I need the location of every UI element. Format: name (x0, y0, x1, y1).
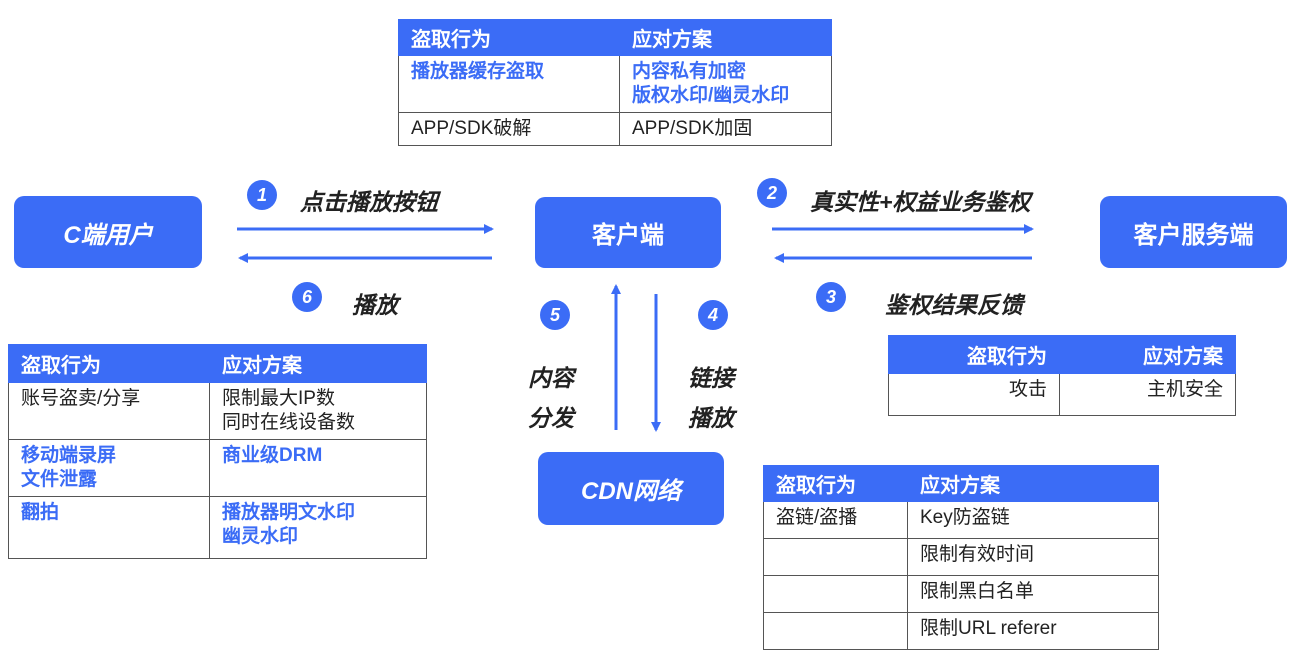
cdn-table-behavior (763, 612, 908, 650)
step-1-badge: 1 (247, 180, 277, 210)
cell-text: 版权水印/幽灵水印 (632, 85, 790, 106)
table-row: 攻击 主机安全 (888, 373, 1236, 416)
cell-text: 播放器明文水印 (222, 502, 356, 523)
step-5-badge: 5 (540, 300, 570, 330)
table-row: 限制URL referer (763, 612, 1159, 650)
cell-text: 文件泄露 (21, 469, 98, 490)
step-3-label: 鉴权结果反馈 (885, 292, 1023, 318)
top-table-solution: 内容私有加密 版权水印/幽灵水印 (619, 55, 832, 113)
cell-text: 商业级DRM (222, 445, 323, 466)
cell-text: 攻击 (1008, 379, 1047, 400)
cdn-table-behavior (763, 575, 908, 613)
cdn-table-solution: 限制有效时间 (907, 538, 1159, 576)
node-c-user: C端用户 (14, 196, 202, 268)
left-table-solution: 商业级DRM (209, 439, 427, 497)
table-row: 移动端录屏 文件泄露 商业级DRM (8, 439, 427, 497)
step-2-badge: 2 (757, 178, 787, 208)
cell-text: 幽灵水印 (222, 526, 299, 547)
top-table: 盗取行为 应对方案 播放器缓存盗取 内容私有加密 版权水印/幽灵水印 APP/S… (398, 19, 832, 146)
table-row: 播放器缓存盗取 内容私有加密 版权水印/幽灵水印 (398, 55, 832, 113)
left-table-header-solution: 应对方案 (209, 344, 427, 383)
step-4-line-1: 链接 (688, 365, 734, 391)
cell-text: 账号盗卖/分享 (21, 388, 141, 409)
step-4-label: 链接 播放 (688, 358, 748, 438)
cdn-table: 盗取行为 应对方案 盗链/盗播 Key防盗链 限制有效时间 限制黑白名单 限制U… (763, 465, 1159, 650)
top-table-behavior: APP/SDK破解 (398, 112, 620, 146)
cell-text: APP/SDK破解 (411, 118, 532, 139)
table-row: APP/SDK破解 APP/SDK加固 (398, 112, 832, 146)
node-cdn: CDN网络 (538, 452, 724, 525)
table-row: 限制有效时间 (763, 538, 1159, 576)
cdn-table-header-solution: 应对方案 (907, 465, 1159, 502)
right-table-header-behavior: 盗取行为 (888, 335, 1060, 374)
cell-text: 播放器缓存盗取 (411, 61, 545, 82)
cdn-table-behavior: 盗链/盗播 (763, 501, 908, 539)
step-3-badge: 3 (816, 282, 846, 312)
cell-text: APP/SDK加固 (632, 118, 753, 139)
cdn-table-solution: 限制黑白名单 (907, 575, 1159, 613)
left-table-behavior: 翻拍 (8, 496, 210, 559)
step-4-line-2: 播放 (688, 405, 734, 431)
top-table-header-behavior: 盗取行为 (398, 19, 620, 56)
right-table-solution: 主机安全 (1059, 373, 1236, 416)
cell-text: 同时在线设备数 (222, 412, 356, 433)
left-table-header-behavior: 盗取行为 (8, 344, 210, 383)
top-table-header-solution: 应对方案 (619, 19, 832, 56)
step-5-line-1: 内容 (528, 365, 574, 391)
top-table-behavior: 播放器缓存盗取 (398, 55, 620, 113)
top-table-solution: APP/SDK加固 (619, 112, 832, 146)
cdn-table-solution: Key防盗链 (907, 501, 1159, 539)
cdn-table-behavior (763, 538, 908, 576)
left-table: 盗取行为 应对方案 账号盗卖/分享 限制最大IP数 同时在线设备数 移动端录屏 … (8, 344, 427, 559)
left-table-behavior: 账号盗卖/分享 (8, 382, 210, 440)
table-row: 翻拍 播放器明文水印 幽灵水印 (8, 496, 427, 559)
left-table-solution: 限制最大IP数 同时在线设备数 (209, 382, 427, 440)
step-6-label: 播放 (352, 292, 398, 318)
step-1-label: 点击播放按钮 (300, 189, 438, 215)
right-table-behavior: 攻击 (888, 373, 1060, 416)
table-row: 限制黑白名单 (763, 575, 1159, 613)
step-5-label: 内容 分发 (528, 358, 588, 438)
cell-text: 移动端录屏 (21, 445, 117, 466)
step-4-badge: 4 (698, 300, 728, 330)
step-5-line-2: 分发 (528, 405, 574, 431)
cdn-table-solution: 限制URL referer (907, 612, 1159, 650)
step-2-label: 真实性+权益业务鉴权 (810, 189, 1031, 215)
node-client-server: 客户服务端 (1100, 196, 1287, 268)
table-row: 盗链/盗播 Key防盗链 (763, 501, 1159, 539)
table-row: 账号盗卖/分享 限制最大IP数 同时在线设备数 (8, 382, 427, 440)
cell-text: 翻拍 (21, 502, 60, 523)
left-table-behavior: 移动端录屏 文件泄露 (8, 439, 210, 497)
right-table: 盗取行为 应对方案 攻击 主机安全 (888, 335, 1236, 416)
cdn-table-header-behavior: 盗取行为 (763, 465, 908, 502)
cell-text: 限制最大IP数 (222, 388, 335, 409)
cell-text: 内容私有加密 (632, 61, 747, 82)
cell-text: 主机安全 (1146, 379, 1223, 400)
left-table-solution: 播放器明文水印 幽灵水印 (209, 496, 427, 559)
right-table-header-solution: 应对方案 (1059, 335, 1236, 374)
step-6-badge: 6 (292, 282, 322, 312)
node-client: 客户端 (535, 197, 721, 268)
